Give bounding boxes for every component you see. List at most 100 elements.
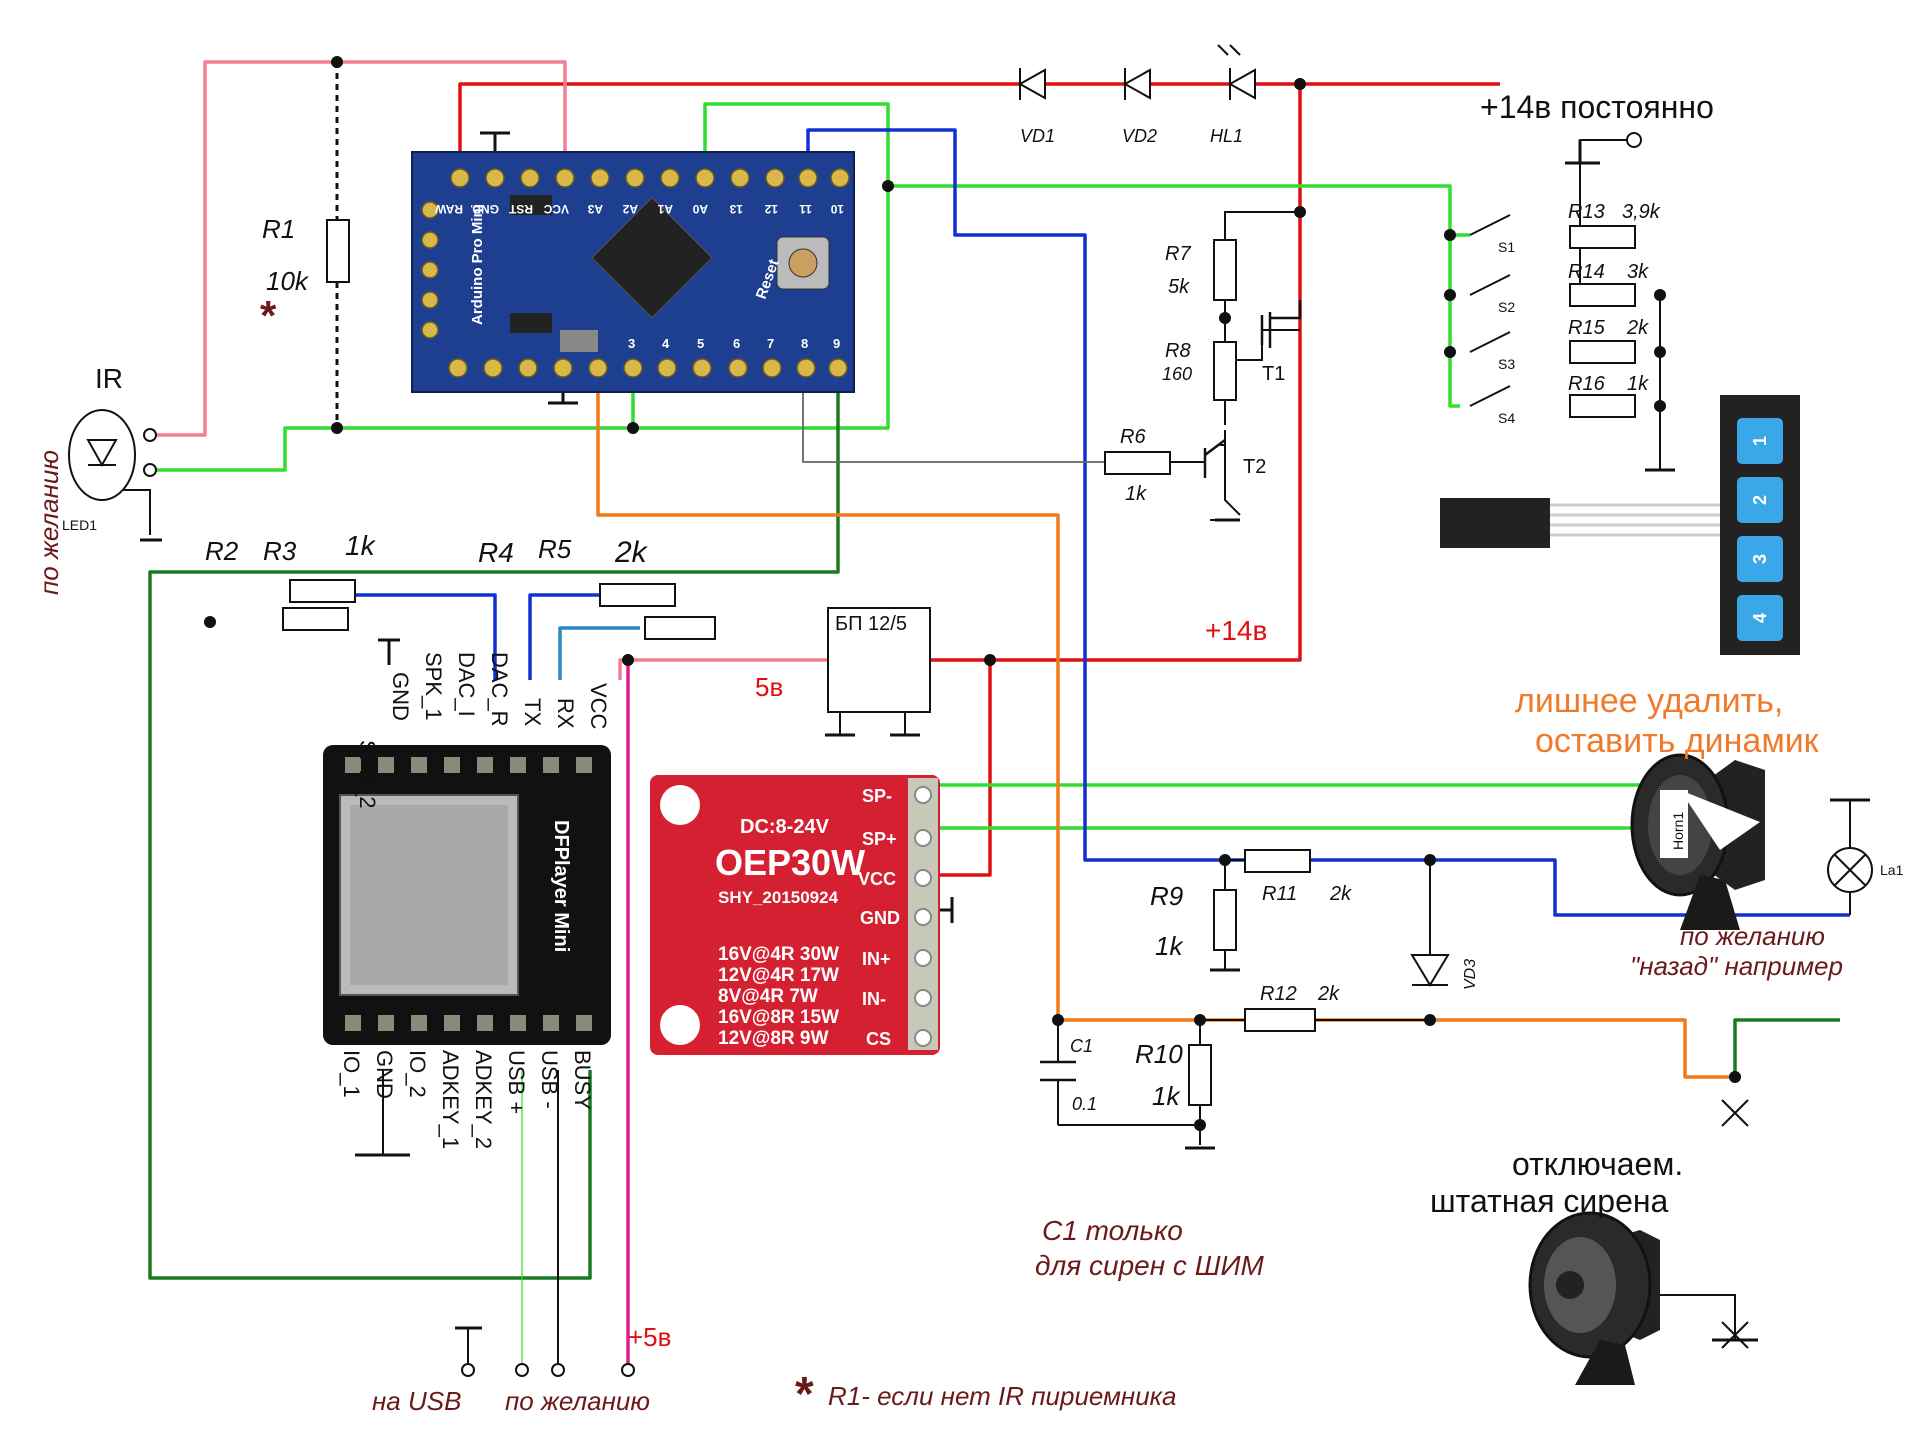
arduino-pin-7: 7 <box>767 336 774 351</box>
speaker-horn1: Horn1 <box>1630 753 1765 930</box>
arduino-pro-mini: Arduino Pro Mini Reset RAW GND RST VCC A… <box>411 151 855 393</box>
oep30w-amplifier: DC:8-24V OEP30W SHY_20150924 16V@4R 30W … <box>650 775 940 1055</box>
arduino-pin-11: 11 <box>799 202 812 216</box>
transistors <box>1203 300 1302 478</box>
vd3-diode <box>1410 954 1450 987</box>
df-pin-adkey2: ADKEY_2 <box>471 1050 496 1149</box>
r45-value: 2k <box>614 536 649 569</box>
dfplayer-bottom-pin-labels: IO_1 GND IO_2 ADKEY_1 ADKEY_2 USB + USB … <box>339 1050 595 1149</box>
arduino-pin-5: 5 <box>697 336 704 351</box>
amp-spec-5: 12V@8R 9W <box>718 1028 828 1049</box>
t2-label: T2 <box>1243 456 1266 478</box>
dfplayer-mini: DFPlayer Mini SPK_2 GND SPK_1 DAC_I DAC_… <box>323 652 611 1149</box>
disable-note-1: отключаем. <box>1512 1146 1683 1182</box>
r12-value: 2k <box>1317 983 1340 1005</box>
wire-pink-vcc <box>150 60 567 437</box>
amp-pin-cs: CS <box>866 1029 891 1049</box>
keypad-key-1[interactable] <box>1737 418 1783 464</box>
df-pin-adkey1: ADKEY_1 <box>438 1050 463 1149</box>
r9-label: R9 <box>1150 881 1183 911</box>
vd1-label: VD1 <box>1020 126 1055 146</box>
diode-chain <box>1017 44 1256 100</box>
r6-resistor <box>1104 451 1171 475</box>
supply-14-label: +14в <box>1205 615 1267 646</box>
arduino-pin-4: 4 <box>662 336 670 351</box>
vd1-diode <box>1017 68 1046 100</box>
df-pin-vcc: VCC <box>586 683 611 730</box>
keypad-key-2[interactable] <box>1737 477 1783 523</box>
r10-resistor <box>1188 1044 1212 1106</box>
amp-pin-vcc: VCC <box>858 869 896 889</box>
amp-specs: 16V@4R 30W 12V@4R 17W 8V@4R 7W 16V@8R 15… <box>718 944 839 1049</box>
r7-label: R7 <box>1165 243 1191 265</box>
r2-label: R2 <box>205 536 239 566</box>
r11-value: 2k <box>1329 883 1352 905</box>
vd3-label: VD3 <box>1462 959 1479 990</box>
df-pin-daci: DAC_I <box>454 652 479 717</box>
df-pin-rx: RX <box>553 698 578 729</box>
arduino-pin-13: 13 <box>729 202 743 216</box>
r11-resistor <box>1244 849 1311 873</box>
r7-value: 5k <box>1168 276 1190 298</box>
c1-capacitor <box>1040 1060 1076 1082</box>
wire-green-a0 <box>150 102 890 472</box>
keypad-key-4[interactable] <box>1737 595 1783 641</box>
c1-note-2: для сирен с ШИМ <box>1035 1250 1264 1281</box>
df-pin-busy: BUSY <box>570 1050 595 1110</box>
r14-value: 3k <box>1627 261 1649 283</box>
arduino-pin-gnd: GND <box>472 202 499 216</box>
r5-resistor <box>644 616 716 640</box>
wire-red-to-psu <box>930 84 1302 662</box>
r5-label: R5 <box>538 534 572 564</box>
arduino-bottom-pin-labels: 3 4 5 6 7 8 9 <box>628 336 840 351</box>
wire-red-14v <box>458 82 1500 165</box>
df-pin-tx: TX <box>520 698 545 726</box>
amp-spec-1: 16V@4R 30W <box>718 944 839 965</box>
arduino-title: Arduino Pro Mini <box>469 204 486 325</box>
led1-label: LED1 <box>62 517 97 533</box>
terminals <box>461 132 1642 1377</box>
amp-spec-2: 12V@4R 17W <box>718 965 839 986</box>
r3-resistor <box>282 607 349 631</box>
keypad-key-3-label: 3 <box>1750 554 1770 564</box>
arduino-pin-a2: A2 <box>622 202 638 216</box>
keypad-key-3[interactable] <box>1737 536 1783 582</box>
dfplayer-title: DFPlayer Mini <box>550 820 572 952</box>
cut-marks <box>1721 1099 1749 1349</box>
ir-label: IR <box>95 363 123 394</box>
wire-steel-rx <box>558 626 640 680</box>
delete-note-1: лишнее удалить, <box>1515 682 1783 720</box>
arduino-pin-10: 10 <box>830 202 844 216</box>
r14-resistor <box>1569 283 1636 307</box>
r16-resistor <box>1569 394 1636 418</box>
supply-plus5-label: +5в <box>628 1322 671 1352</box>
disable-note-2: штатная сирена <box>1430 1183 1669 1219</box>
arduino-pin-a1: A1 <box>657 202 673 216</box>
wire-blue-d11 <box>806 128 1340 862</box>
horn-label: Horn1 <box>1670 812 1686 850</box>
r16-label: R16 <box>1568 373 1606 395</box>
r1-value: 10k <box>266 266 310 296</box>
arduino-pin-6: 6 <box>733 336 740 351</box>
supply-5v-label: 5в <box>755 672 783 702</box>
r1-star: * <box>260 292 277 339</box>
arduino-pin-a0: A0 <box>692 202 708 216</box>
keypad-key-4-label: 4 <box>1750 613 1770 623</box>
junction-dots <box>204 56 1741 1131</box>
df-pin-gnd-bottom: GND <box>372 1050 397 1099</box>
r9-value: 1k <box>1155 931 1184 961</box>
keypad-key-1-label: 1 <box>1750 436 1770 446</box>
switch-lines <box>1469 214 1511 407</box>
lamp-la1 <box>1827 847 1873 893</box>
arduino-pin-3: 3 <box>628 336 635 351</box>
r1-note: R1- если нет IR пириемника <box>828 1381 1176 1411</box>
s3-label: S3 <box>1498 356 1515 372</box>
vd2-label: VD2 <box>1122 126 1157 146</box>
r10-label: R10 <box>1135 1039 1183 1069</box>
membrane-keypad: 1 2 3 4 <box>1440 395 1800 655</box>
arduino-side-pads <box>421 201 439 339</box>
r10-value: 1k <box>1152 1081 1181 1111</box>
arduino-bottom-pads <box>448 358 848 378</box>
df-pin-gnd-top: GND <box>388 672 413 721</box>
keypad-key-2-label: 2 <box>1750 495 1770 505</box>
